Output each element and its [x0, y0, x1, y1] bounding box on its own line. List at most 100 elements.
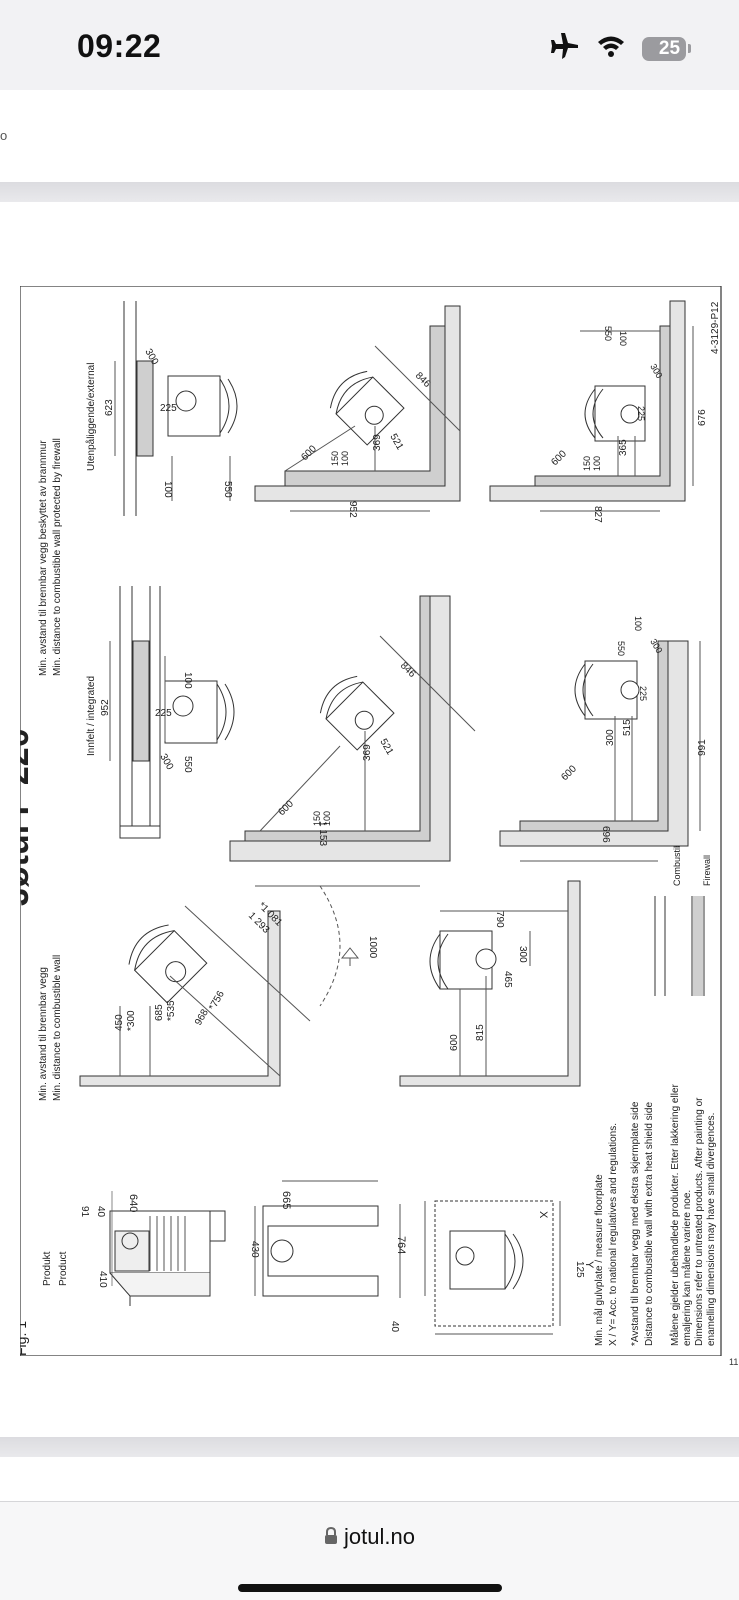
external-label: Utenpåliggende/external: [85, 363, 97, 471]
floorplate-view: [424, 1200, 561, 1335]
ext-corner-dim-521: 521: [387, 432, 405, 452]
previous-page: o: [0, 90, 739, 182]
ext-flat-dim-827: 827: [592, 506, 603, 523]
floor-dim-x: X: [537, 1211, 549, 1219]
comb-dim-968: 968: [193, 1007, 211, 1027]
doc-title: Jøtul F 220: [20, 728, 36, 906]
note-floorplate-2: X / Y= Acc. to national regulatives and …: [608, 1123, 619, 1346]
note-untreated-4: enamelling dimensions may have small div…: [706, 1113, 717, 1346]
wall-dim-790: 790: [494, 911, 505, 928]
ext-dim-225: 225: [160, 403, 177, 414]
wifi-icon: [596, 34, 626, 63]
combustible-heading-no: Min. avstand til brennbar vegg: [38, 967, 49, 1101]
int-flat-dim-991: 991: [697, 739, 708, 756]
swing-arrow-icon: [340, 947, 360, 966]
airplane-icon: [548, 32, 580, 65]
prod-dim-640: 640: [127, 1194, 139, 1212]
lock-icon: [324, 1525, 338, 1551]
int-dim-846: 846: [398, 660, 418, 680]
note-floorplate-1: Min. mål gulvplate / measure floorplate: [593, 1174, 605, 1346]
swing-arc: [319, 885, 341, 1007]
legend-firewall-swatch: [693, 896, 703, 996]
page-mark: o: [0, 128, 8, 143]
battery-level: 25: [658, 37, 681, 59]
combustible-corner-diagram: [79, 905, 311, 1087]
note-shield-2: Distance to combustible wall with extra …: [644, 1102, 655, 1346]
wall-dim-300: 300: [517, 946, 528, 963]
page-number: 11: [729, 1357, 739, 1367]
external-wall-diagram: [114, 301, 238, 516]
floor-dim-40: 40: [389, 1321, 400, 1333]
ext-flat-dim-600: 600: [549, 448, 569, 468]
floor-dim-y: Y: [583, 1261, 595, 1269]
int-dim-100: 100: [182, 672, 193, 689]
product-label-no: Produkt: [42, 1251, 53, 1286]
note-untreated-2: emaljering kan målene variere noe.: [681, 1190, 693, 1346]
ext-flat-dim-225: 225: [636, 406, 646, 421]
url-bar[interactable]: jotul.no: [0, 1502, 739, 1600]
page-separator: [0, 182, 739, 202]
legend: Combustible wall Firewall: [654, 818, 712, 996]
int-flat-dim-600: 600: [559, 763, 579, 783]
firewall-heading-en: Min. distance to combustible wall protec…: [52, 438, 63, 676]
ext-corner-dim-150: 150: [330, 451, 340, 466]
floor-dim-125: 125: [574, 1261, 585, 1278]
comb-dim-535s: *535: [166, 1000, 177, 1021]
int-dim-600: 600: [276, 798, 296, 818]
integrated-wall-diagram: [109, 586, 235, 839]
fig-label: Fig. 1: [20, 1321, 29, 1356]
url-display[interactable]: jotul.no: [0, 1524, 739, 1551]
wall-dim-815: 815: [475, 1024, 486, 1041]
swing-dim: 1000: [367, 936, 378, 959]
integrated-corner-diagram: [229, 595, 476, 887]
home-indicator[interactable]: [238, 1584, 502, 1592]
int-flat-dim-515: 515: [622, 719, 633, 736]
int-flat-dim-225: 225: [638, 686, 648, 701]
int-dim-550: 550: [182, 756, 193, 773]
figure-frame: Jøtul F 220 Fig. 1 4-3129-P12 Produkt Pr…: [0, 285, 738, 1357]
int-flat-dim-300: 300: [605, 729, 616, 746]
legend-combustible: Combustible wall: [672, 818, 682, 886]
external-flat-diagram: [489, 300, 694, 512]
status-time: 09:22: [77, 28, 162, 64]
url-domain: jotul.no: [344, 1524, 415, 1549]
ext-flat-dim-100: 100: [592, 456, 602, 471]
int-flat-dim-100: 100: [633, 616, 643, 631]
comb-dim-300s: *300: [126, 1010, 137, 1031]
prod-dim-40: 40: [95, 1206, 106, 1218]
int-dim-369: 369: [362, 744, 373, 761]
combustible-heading-en: Min. distance to combustible wall: [52, 955, 63, 1101]
ext-corner-dim-100: 100: [340, 451, 350, 466]
product-side-view: [109, 1210, 226, 1306]
int-dim-150: 150: [312, 811, 322, 826]
battery-icon: 25: [642, 36, 691, 61]
int-dim-1153: 1 153: [317, 821, 328, 846]
document-page[interactable]: Jøtul F 220 Fig. 1 4-3129-P12 Produkt Pr…: [0, 202, 739, 1437]
ext-flat-dim-365: 365: [618, 439, 629, 456]
ext-dim-100: 100: [162, 481, 173, 498]
int-dim-225: 225: [155, 708, 172, 719]
comb-dim-450: 450: [114, 1014, 125, 1031]
page-separator-bottom: [0, 1437, 739, 1457]
prod-dim-91: 91: [79, 1206, 90, 1218]
prod-dim-764: 764: [395, 1236, 407, 1254]
note-untreated-3: Dimensions refer to untreated products. …: [694, 1097, 705, 1346]
legend-combustible-swatch: [654, 896, 666, 996]
ext-corner-dim-369: 369: [372, 434, 383, 451]
ext-flat-dim-100b: 100: [618, 331, 628, 346]
combustible-wall-diagram: [399, 880, 581, 1087]
int-flat-dim-550: 550: [616, 641, 626, 656]
int-dim-100b: 100: [322, 811, 332, 826]
doc-code: 4-3129-P12: [710, 301, 721, 354]
prod-dim-430: 430: [249, 1241, 260, 1258]
comb-dim-756s: *756: [207, 989, 227, 1013]
note-shield-1: *Avstand til brennbar vegg med ekstra sk…: [630, 1101, 641, 1346]
firewall-heading-no: Min. avstand til brennbar vegg beskyttet…: [38, 440, 49, 676]
ext-dim-623: 623: [104, 399, 115, 416]
prod-dim-665: 665: [280, 1191, 292, 1209]
ext-flat-dim-550: 550: [603, 326, 613, 341]
product-top-view: [254, 1180, 401, 1298]
note-untreated-1: Målene gjelder ubehandlede produkter. Et…: [669, 1083, 681, 1346]
int-dim-952: 952: [100, 699, 111, 716]
int-dim-521: 521: [377, 737, 395, 757]
